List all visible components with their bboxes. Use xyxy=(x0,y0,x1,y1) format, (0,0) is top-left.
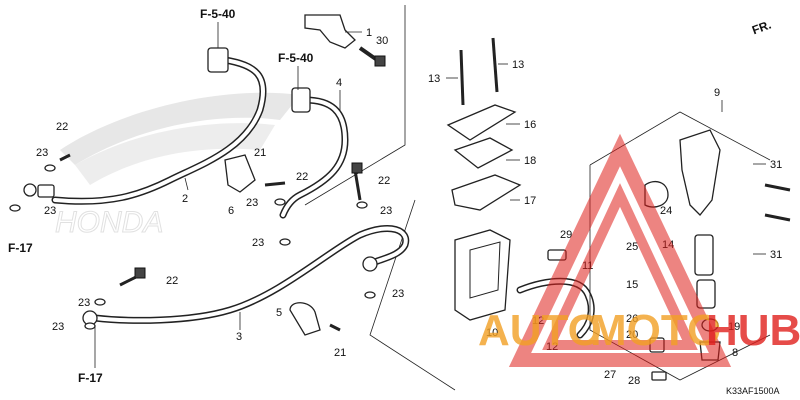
part-label: 22 xyxy=(166,275,178,287)
clamp-5 xyxy=(289,302,321,336)
part-label: 23 xyxy=(78,297,90,309)
part-label: 31 xyxy=(770,159,782,171)
part-label: 18 xyxy=(524,155,536,167)
part-label: 6 xyxy=(228,205,234,217)
part-label: 4 xyxy=(336,77,342,89)
part-label: 23 xyxy=(52,321,64,333)
part-label: 2 xyxy=(182,193,188,205)
part-labels: 1 2 3 4 5 6 8 9 10 11 12 12 13 13 14 15 … xyxy=(36,27,782,387)
washers xyxy=(9,164,376,330)
ref-f540-top: F-5-40 xyxy=(200,7,236,21)
part-label: 9 xyxy=(714,87,720,99)
honda-watermark-text: HONDA xyxy=(55,206,163,239)
part-label: 3 xyxy=(236,331,242,343)
part-label: 23 xyxy=(246,197,258,209)
diagram-code: K33AF1500A xyxy=(726,386,780,396)
site-logo: AUTO MOTO HUB xyxy=(478,306,800,355)
group-outline xyxy=(304,5,456,391)
logo-auto: AUTO xyxy=(478,306,602,355)
part-label: 15 xyxy=(626,279,638,291)
part-label: 22 xyxy=(296,171,308,183)
bolt-30 xyxy=(358,46,386,67)
part-label: 31 xyxy=(770,249,782,261)
clamp-6 xyxy=(224,154,256,193)
watermark-triangle xyxy=(508,133,732,367)
part-label: 1 xyxy=(366,27,372,39)
part-label: 19 xyxy=(728,321,740,333)
part-label: 23 xyxy=(36,147,48,159)
part-label: 10 xyxy=(486,327,498,339)
part-label: 5 xyxy=(276,307,282,319)
ref-f17-left: F-17 xyxy=(8,241,33,255)
bolts xyxy=(59,153,363,332)
part-label: 8 xyxy=(732,347,738,359)
part-label: 30 xyxy=(376,35,388,47)
part-label: 22 xyxy=(378,175,390,187)
part-label: 28 xyxy=(628,375,640,387)
hose-4 xyxy=(279,87,349,219)
part-label: 23 xyxy=(392,288,404,300)
leader-lines xyxy=(184,31,766,330)
part-label: 21 xyxy=(254,147,266,159)
site-watermark xyxy=(508,133,732,367)
ref-f17-bottom: F-17 xyxy=(78,371,103,385)
part-label: 22 xyxy=(56,121,68,133)
hose-3 xyxy=(82,224,410,326)
part-label: 13 xyxy=(428,73,440,85)
ref-f540-mid: F-5-40 xyxy=(278,51,314,65)
part-label: 25 xyxy=(626,241,638,253)
part-label: 17 xyxy=(524,195,536,207)
bracket-1 xyxy=(304,14,356,49)
part-label: 13 xyxy=(512,59,524,71)
logo-moto: MOTO xyxy=(590,306,721,355)
hose-2 xyxy=(23,47,267,205)
master-cylinder xyxy=(446,37,595,339)
part-label: 20 xyxy=(626,329,638,341)
logo-hub: HUB xyxy=(706,306,800,355)
ref-fr: FR. xyxy=(750,18,773,38)
part-label: 29 xyxy=(560,229,572,241)
honda-watermark: HONDA xyxy=(55,92,300,240)
part-label: 24 xyxy=(660,205,672,217)
part-label: 23 xyxy=(252,237,264,249)
part-label: 21 xyxy=(334,347,346,359)
part-label: 27 xyxy=(604,369,616,381)
part-label: 23 xyxy=(44,205,56,217)
part-label: 16 xyxy=(524,119,536,131)
part-label: 26 xyxy=(626,313,638,325)
part-label: 23 xyxy=(380,205,392,217)
